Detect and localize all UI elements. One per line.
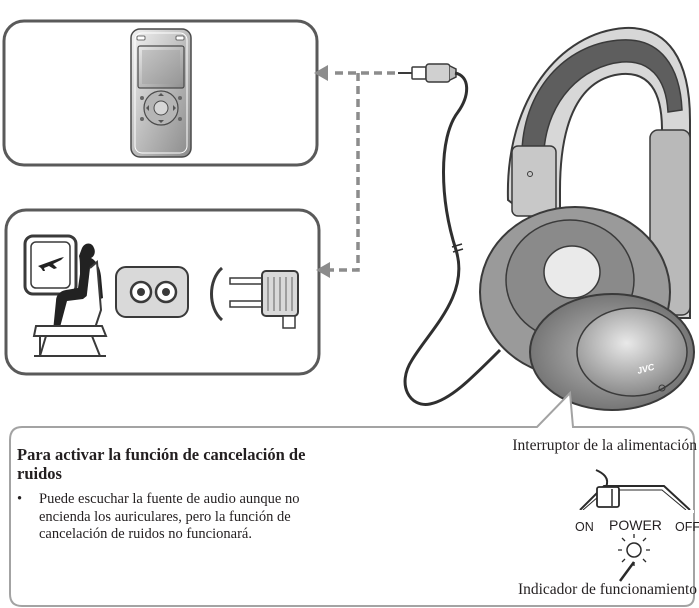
bullet-text: Puede escuchar la fuente de audio aunque… bbox=[39, 491, 300, 542]
connection-lines bbox=[330, 71, 395, 272]
arrow-to-airplane-icon bbox=[316, 262, 330, 278]
operation-indicator-icon bbox=[618, 534, 650, 582]
callout-box bbox=[9, 390, 695, 607]
stereo-plug-icon bbox=[398, 63, 457, 83]
switch-power-label: POWER bbox=[609, 517, 662, 533]
switch-off-label: OFF bbox=[675, 520, 699, 534]
airplane-box bbox=[4, 208, 321, 376]
power-switch-label: Interruptor de la alimentación bbox=[512, 437, 697, 454]
headphone-cord bbox=[403, 71, 502, 406]
operation-indicator-label: Indicador de funcionamiento bbox=[517, 581, 697, 598]
brand-logo: JVC bbox=[636, 362, 656, 376]
airplane-socket-icon bbox=[115, 266, 189, 318]
headphones-icon: JVC bbox=[479, 26, 695, 411]
arrow-to-player-icon bbox=[314, 65, 328, 81]
audio-player-icon bbox=[130, 28, 192, 158]
player-box bbox=[2, 19, 319, 167]
note-title: Para activar la función de cancelación d… bbox=[17, 445, 306, 483]
switch-on-label: ON bbox=[575, 520, 594, 534]
bullet-symbol: • bbox=[17, 491, 23, 507]
airplane-adapter-icon bbox=[229, 270, 299, 329]
airplane-passenger-icon bbox=[23, 234, 108, 357]
power-switch-icon bbox=[576, 469, 694, 513]
